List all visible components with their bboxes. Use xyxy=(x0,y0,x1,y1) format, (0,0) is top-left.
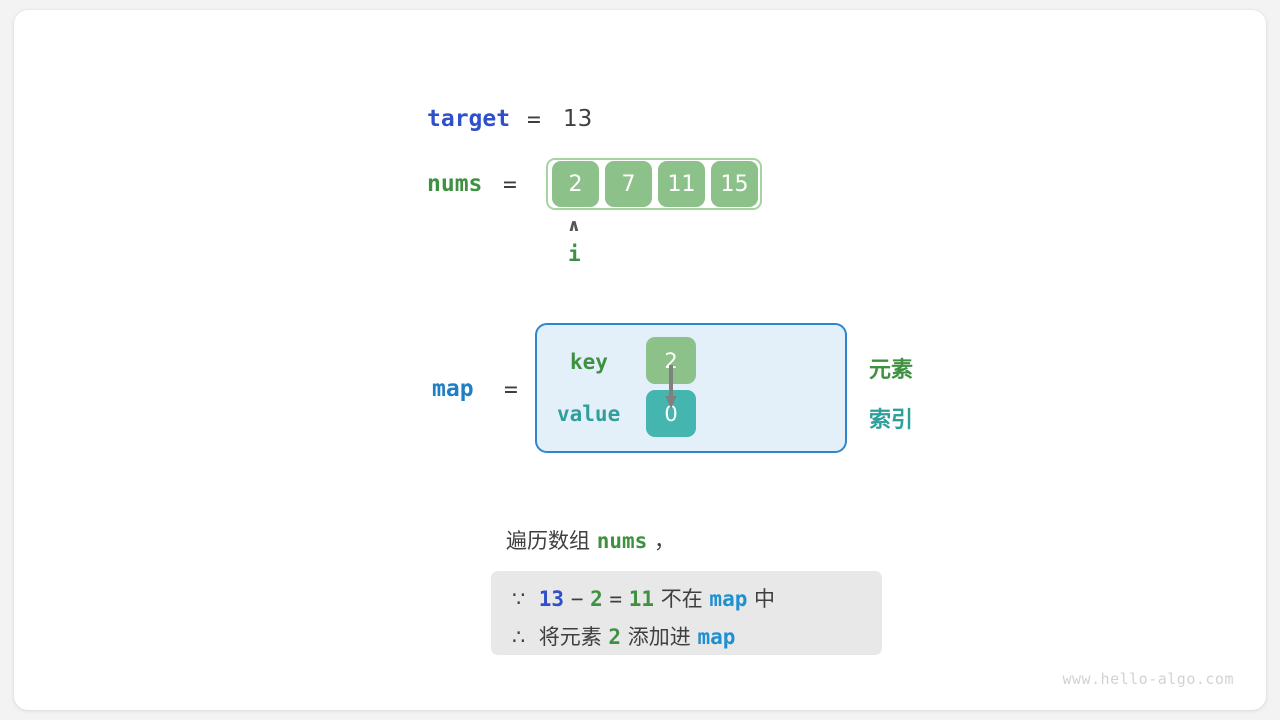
diagram-card: target = 13 nums = 2 7 11 15 ∧ i map = k… xyxy=(14,10,1266,710)
note-text-add-into: 添加进 xyxy=(627,625,691,649)
note-map-word: map xyxy=(709,587,748,611)
target-variable-label: target xyxy=(427,106,511,132)
caption-prefix: 遍历数组 xyxy=(506,529,597,553)
note-complement-value: 11 xyxy=(628,587,655,611)
array-cell: 11 xyxy=(658,161,705,207)
note-current-element: 2 xyxy=(590,587,603,611)
note-target-value: 13 xyxy=(538,587,565,611)
caption-suffix: ， xyxy=(647,529,675,553)
array-cell: 15 xyxy=(711,161,758,207)
explanation-line-because: ∵ 13 − 2 = 11 不在 map 中 xyxy=(512,583,775,613)
nums-equals-sign: = xyxy=(503,172,517,198)
note-added-element: 2 xyxy=(608,625,622,649)
target-equals-sign: = xyxy=(527,107,541,133)
legend-index-label: 索引 xyxy=(869,408,914,433)
key-to-value-arrow-icon xyxy=(665,365,677,409)
note-text-not-in: 不在 xyxy=(660,587,703,611)
note-minus-sign: − xyxy=(570,587,584,611)
note-text-in: 中 xyxy=(754,587,776,611)
map-variable-label: map xyxy=(432,376,474,402)
note-map-word: map xyxy=(697,625,736,649)
map-equals-sign: = xyxy=(504,377,518,403)
map-key-cell: 2 xyxy=(646,337,696,384)
array-cell: 7 xyxy=(605,161,652,207)
explanation-box xyxy=(491,571,882,655)
map-value-row-label: value xyxy=(557,402,621,426)
index-pointer-label: i xyxy=(568,242,581,266)
index-pointer-caret-icon: ∧ xyxy=(567,216,581,236)
legend-element-label: 元素 xyxy=(869,358,914,383)
note-text-add-element: 将元素 xyxy=(538,625,602,649)
array-outer-frame xyxy=(546,158,762,210)
array-cell: 2 xyxy=(552,161,599,207)
explanation-line-therefore: ∴ 将元素 2 添加进 map xyxy=(512,621,735,651)
nums-variable-label: nums xyxy=(427,171,483,197)
target-value: 13 xyxy=(563,106,593,132)
watermark-url: www.hello-algo.com xyxy=(1062,670,1234,688)
map-key-row-label: key xyxy=(570,350,608,374)
caption-code: nums xyxy=(596,529,648,553)
note-equals-sign: = xyxy=(609,587,623,611)
caption-text: 遍历数组 nums ， xyxy=(506,525,675,555)
therefore-symbol: ∴ xyxy=(512,625,526,649)
because-symbol: ∵ xyxy=(512,587,526,611)
